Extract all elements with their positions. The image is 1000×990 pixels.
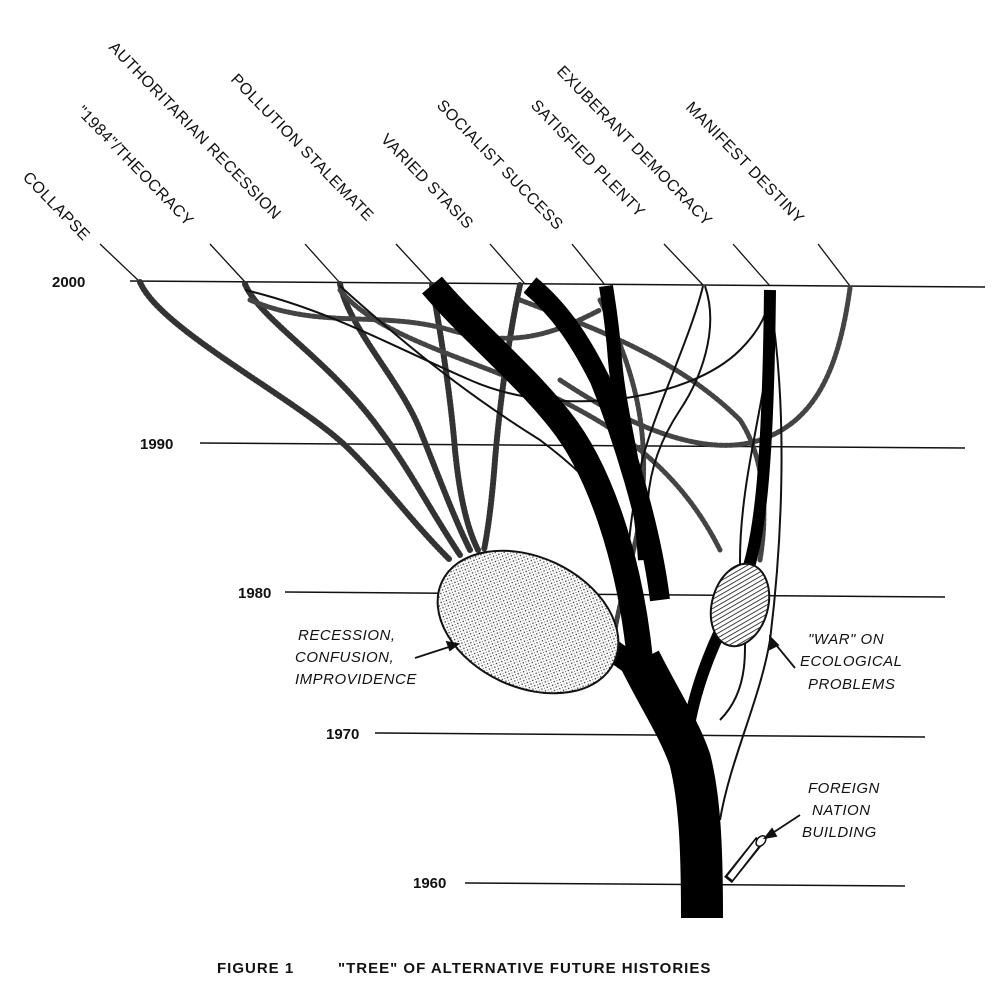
dotted-branches bbox=[137, 279, 523, 563]
scenario-labels: COLLAPSE "1984"/THEOCRACY AUTHORITARIAN … bbox=[19, 39, 807, 244]
year-label-1970: 1970 bbox=[326, 726, 359, 743]
curve-exuberant bbox=[647, 285, 712, 501]
note-war-line2: ECOLOGICAL bbox=[800, 653, 903, 670]
branch-war-ecological bbox=[684, 289, 776, 722]
leader-theocracy bbox=[209, 243, 246, 283]
annotation-arrows bbox=[414, 634, 801, 840]
leader-exuberant bbox=[732, 243, 771, 287]
foreign-nation-stub bbox=[724, 834, 767, 884]
note-foreign: FOREIGN NATION BUILDING bbox=[802, 780, 880, 841]
branch-varied-dotted bbox=[481, 282, 523, 553]
year-label-2000: 2000 bbox=[52, 274, 85, 291]
note-foreign-line2: NATION bbox=[812, 802, 871, 819]
caption-title: "TREE" OF ALTERNATIVE FUTURE HISTORIES bbox=[338, 960, 711, 977]
leader-socialist bbox=[571, 243, 606, 286]
leader-pollution bbox=[395, 243, 433, 284]
leader-authoritarian bbox=[304, 243, 341, 284]
recession-confusion-blob bbox=[436, 549, 620, 695]
gridline-1970 bbox=[374, 732, 926, 738]
branch-collapse bbox=[137, 279, 453, 563]
year-label-1980: 1980 bbox=[238, 585, 271, 602]
branch-theocracy bbox=[242, 281, 463, 558]
year-labels: 2000 1990 1980 1970 1960 bbox=[52, 274, 446, 892]
branch-satisfied-plenty bbox=[599, 285, 652, 561]
leader-satisfied bbox=[663, 243, 704, 286]
year-label-1990: 1990 bbox=[140, 436, 173, 453]
branch-pollution-stalemate bbox=[422, 276, 653, 662]
note-foreign-line1: FOREIGN bbox=[808, 780, 880, 797]
scenario-label-pollution: POLLUTION STALEMATE bbox=[227, 71, 376, 225]
trunk bbox=[621, 650, 723, 919]
note-recession: RECESSION, CONFUSION, IMPROVIDENCE bbox=[295, 627, 417, 688]
note-war: "WAR" ON ECOLOGICAL PROBLEMS bbox=[800, 631, 903, 693]
caption-figure-number: FIGURE 1 bbox=[217, 960, 294, 977]
scenario-label-collapse: COLLAPSE bbox=[19, 169, 93, 244]
scenario-label-authoritarian: AUTHORITARIAN RECESSION bbox=[105, 39, 284, 223]
war-ecological-blob bbox=[709, 562, 771, 648]
note-foreign-line3: BUILDING bbox=[802, 824, 877, 841]
branch-authoritarian-a bbox=[337, 281, 473, 553]
note-war-line3: PROBLEMS bbox=[808, 676, 895, 693]
gridline-1980 bbox=[284, 591, 946, 598]
note-recession-line3: IMPROVIDENCE bbox=[295, 671, 417, 688]
figure-caption: FIGURE 1 "TREE" OF ALTERNATIVE FUTURE HI… bbox=[217, 960, 711, 977]
leader-manifest bbox=[817, 243, 851, 287]
main-trunk bbox=[422, 276, 776, 919]
note-recession-line1: RECESSION, bbox=[298, 627, 396, 644]
scenario-leader-lines bbox=[99, 243, 851, 287]
branch-hatch-2 bbox=[337, 287, 723, 553]
note-war-line1: "WAR" ON bbox=[808, 631, 884, 648]
gridline-2000 bbox=[129, 280, 986, 288]
year-label-1960: 1960 bbox=[413, 875, 446, 892]
scenario-label-varied: VARIED STASIS bbox=[377, 131, 476, 233]
leader-varied bbox=[489, 243, 526, 285]
leader-collapse bbox=[99, 243, 141, 283]
curve-foreign-nation bbox=[719, 299, 783, 821]
note-recession-line2: CONFUSION, bbox=[295, 649, 394, 666]
